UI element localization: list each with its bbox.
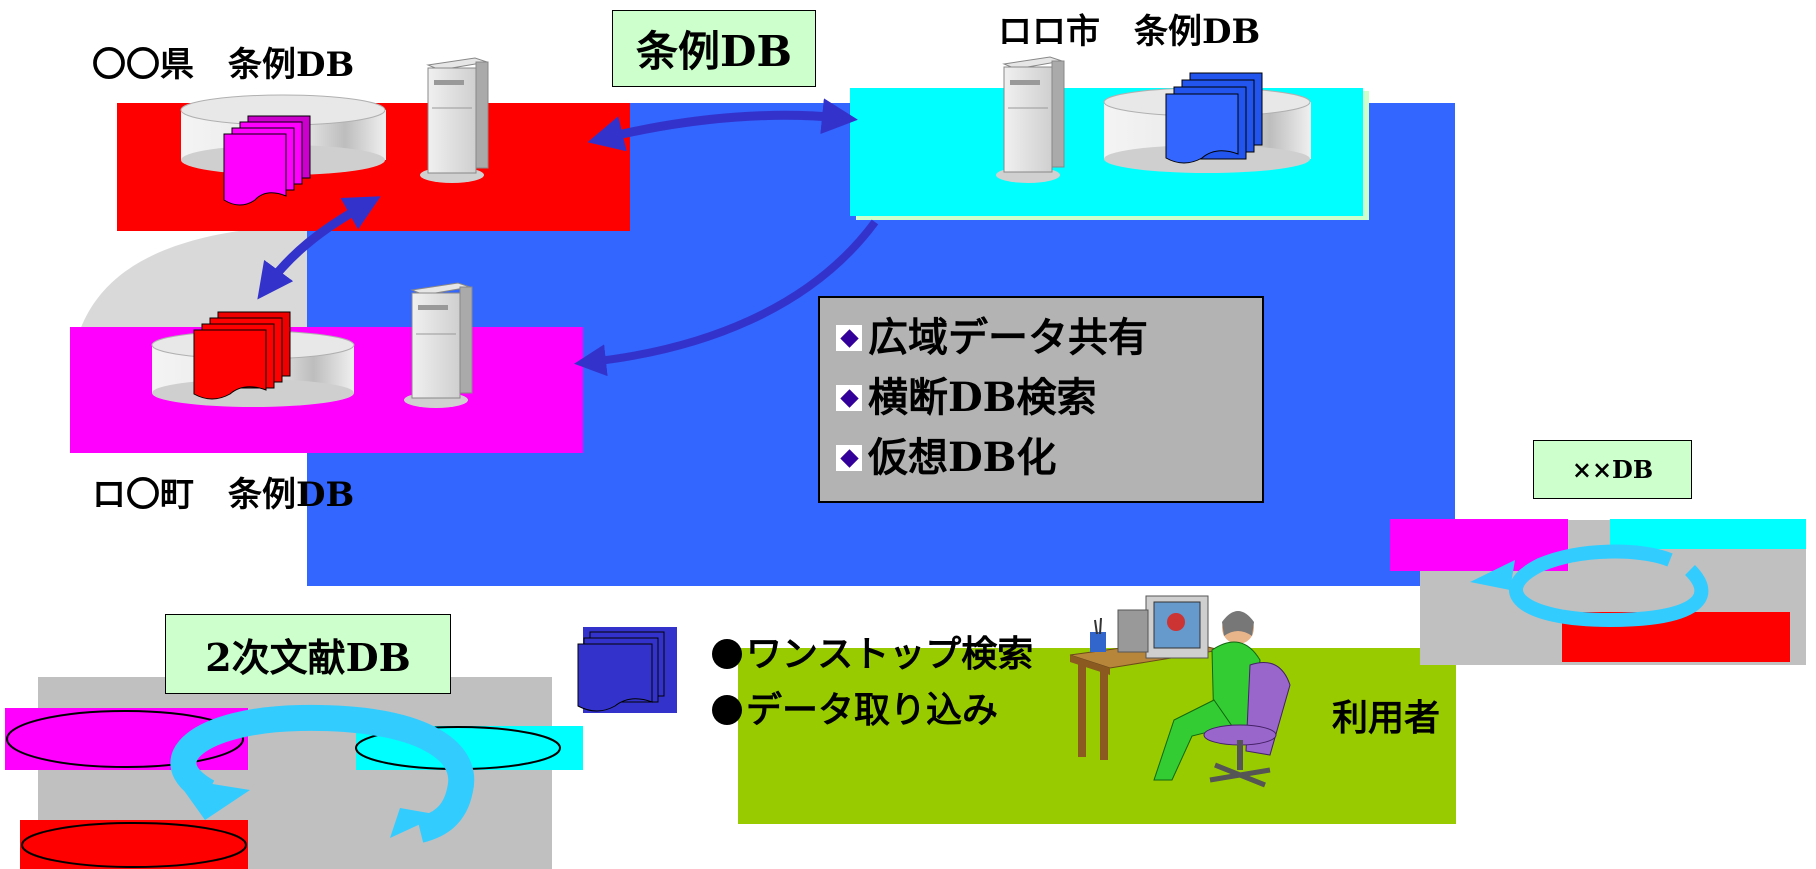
legend-documents-icon — [577, 627, 677, 713]
town-server-icon — [404, 282, 473, 408]
user-actions-list: ワンストップ検索 データ取り込み — [712, 626, 1033, 738]
city-server-icon — [996, 56, 1065, 183]
prefecture-db-label: 〇〇県 条例DB — [92, 45, 355, 85]
prefecture-town-arrow — [257, 196, 381, 300]
prefecture-city-arrow — [587, 98, 858, 152]
diamond-bullet-icon — [839, 448, 859, 468]
user-action-item: ワンストップ検索 — [712, 626, 1033, 682]
feature-item: 広域データ共有 — [836, 308, 1262, 368]
diamond-bullet-icon — [839, 328, 859, 348]
other-db-title: ××DB — [1533, 440, 1692, 499]
city-documents-icon — [1165, 72, 1263, 164]
other-db-cycle-arrow — [1509, 544, 1709, 628]
center-title-box: 条例DB — [612, 10, 816, 87]
town-db-label: ロ〇町 条例DB — [92, 475, 355, 515]
prefecture-server-icon — [420, 57, 489, 183]
secondary-db-title: 2次文献DB — [165, 614, 451, 694]
bullet-dot-icon — [712, 639, 742, 669]
user-action-item: データ取り込み — [712, 682, 1033, 738]
features-box: 広域データ共有 横断DB検索 仮想DB化 — [818, 296, 1264, 503]
user-at-computer-icon — [1069, 595, 1291, 788]
user-label: 利用者 — [1332, 697, 1441, 739]
user-area — [738, 648, 1456, 824]
city-town-arrow — [574, 219, 879, 377]
feature-item: 横断DB検索 — [836, 368, 1262, 428]
secondary-db-cycle-arrow — [170, 704, 475, 843]
town-documents-icon — [193, 311, 291, 400]
feature-item: 仮想DB化 — [836, 428, 1262, 488]
prefecture-documents-icon — [223, 115, 311, 206]
city-db-label: ロロ市 条例DB — [998, 12, 1261, 52]
diamond-bullet-icon — [839, 388, 859, 408]
bullet-dot-icon — [712, 695, 742, 725]
